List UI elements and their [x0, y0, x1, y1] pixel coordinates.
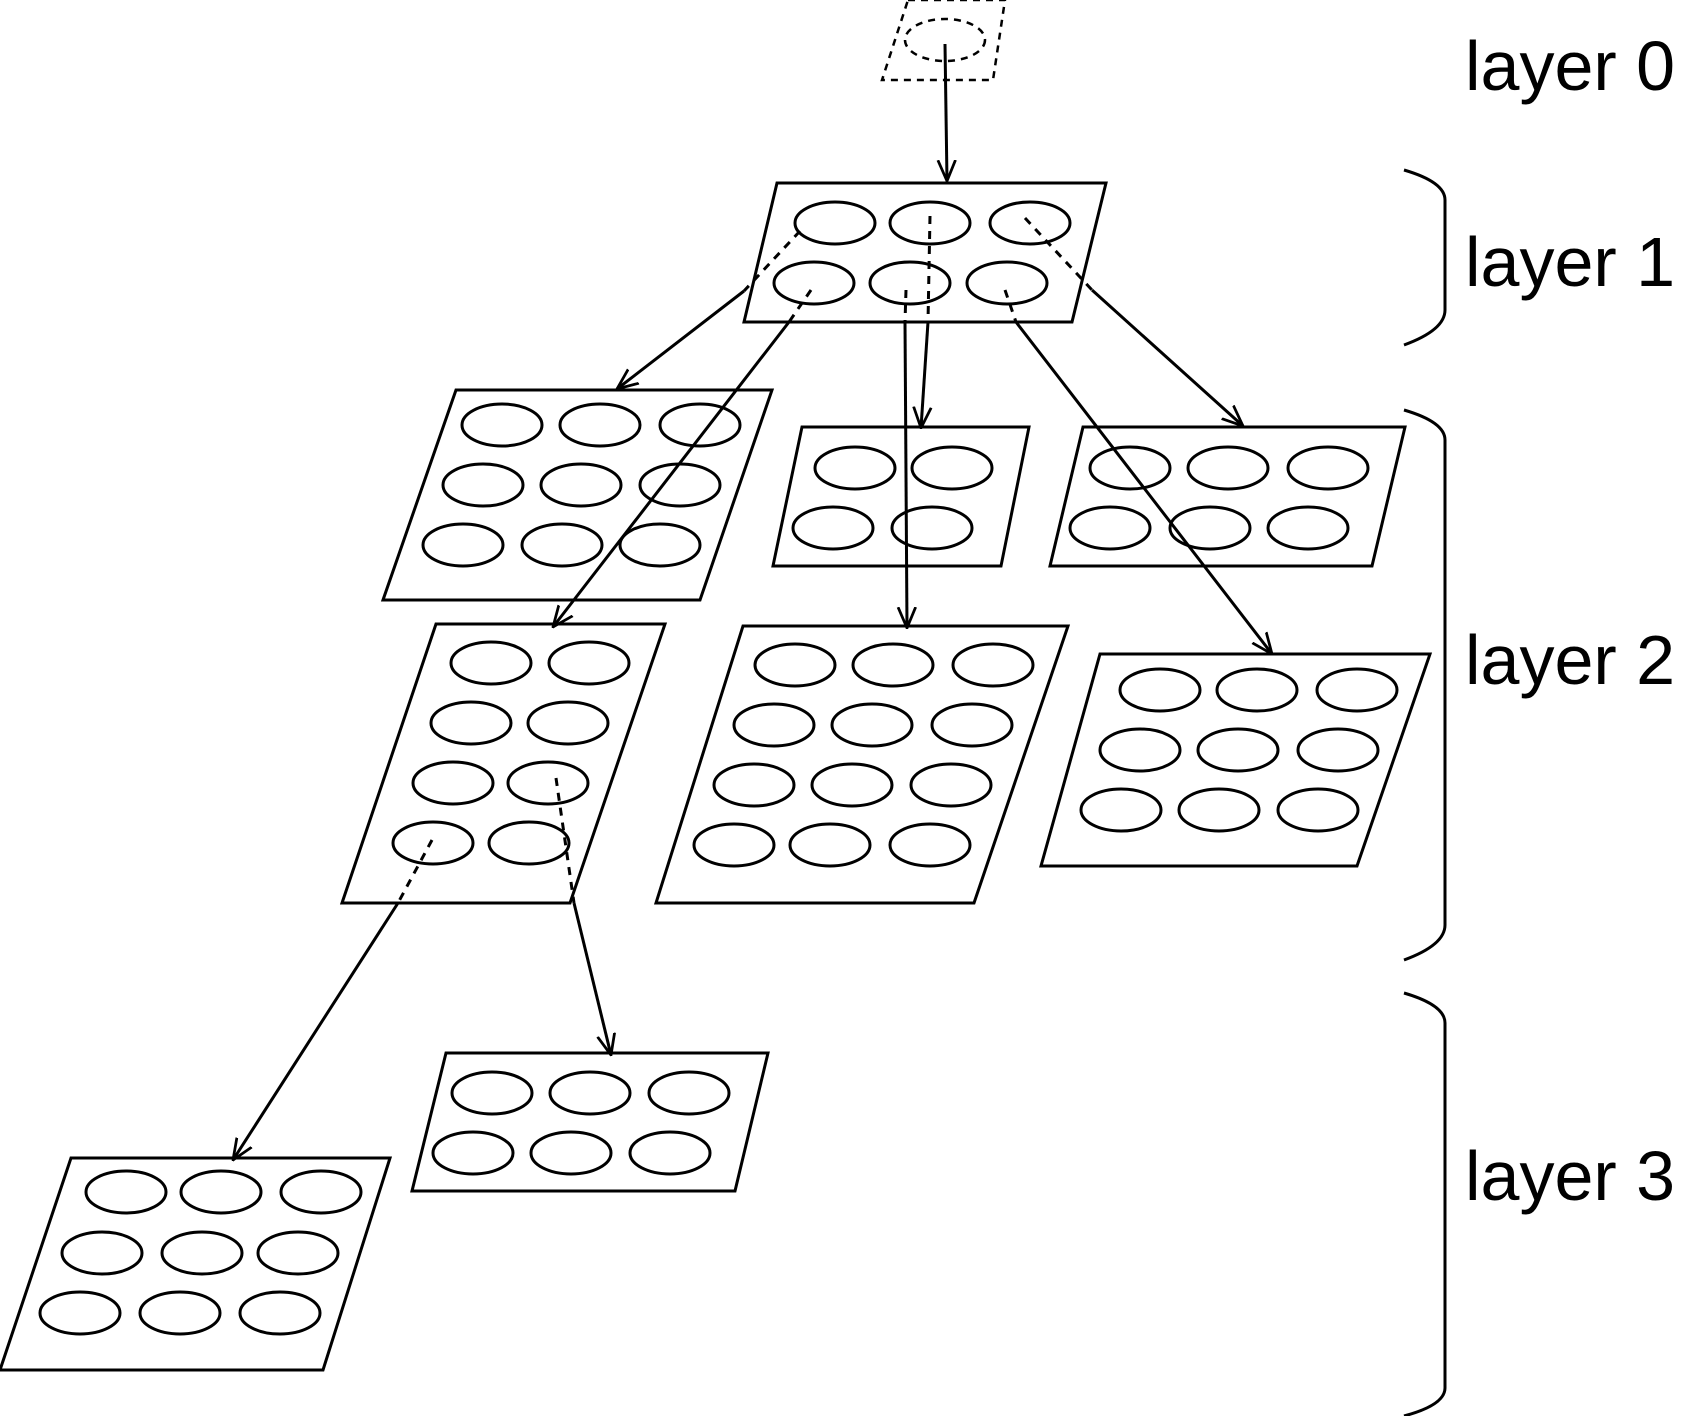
edge-panel-d-to-panel-h: [233, 839, 434, 1160]
layer-3-brace: [1403, 991, 1447, 1416]
layer-0-panel: [880, 0, 1007, 82]
layer-2-panel-b: [771, 425, 1031, 568]
edges-group: [233, 43, 1272, 1160]
layer-3-panel-g: [410, 1051, 770, 1193]
edge-l1-to-panel-c: [1023, 216, 1243, 426]
layer-2-panel-d: [339, 622, 668, 905]
edge-l1-to-panel-a: [617, 229, 802, 389]
layer-0-label: layer 0: [1465, 27, 1675, 105]
layer-1-label: layer 1: [1465, 223, 1675, 301]
labels-group: layer 0 layer 1 layer 2 layer 3: [1465, 27, 1675, 1215]
layer-2-panel-f: [1039, 652, 1433, 868]
layer-1-brace: [1403, 168, 1447, 347]
layer-1-panel: [742, 181, 1108, 324]
panels-group: [0, 0, 1433, 1372]
braces-group: [1403, 168, 1447, 1416]
layer-3-panel-h: [0, 1156, 393, 1372]
layer-2-label: layer 2: [1465, 621, 1675, 699]
edge-l1-to-panel-d: [553, 289, 813, 627]
edge-panel-d-to-panel-g: [554, 777, 611, 1055]
layer-2-brace: [1403, 408, 1447, 962]
layer-2-panel-e: [653, 624, 1071, 905]
layer-2-panel-a: [380, 388, 775, 602]
edge-l1-to-panel-f: [1003, 289, 1272, 654]
layer-3-label: layer 3: [1465, 1137, 1675, 1215]
edge-l1-to-panel-e: [905, 289, 907, 628]
edge-l0-to-l1: [945, 43, 947, 181]
edge-l1-to-panel-b: [921, 215, 930, 428]
layer-2-panel-c: [1048, 425, 1407, 568]
